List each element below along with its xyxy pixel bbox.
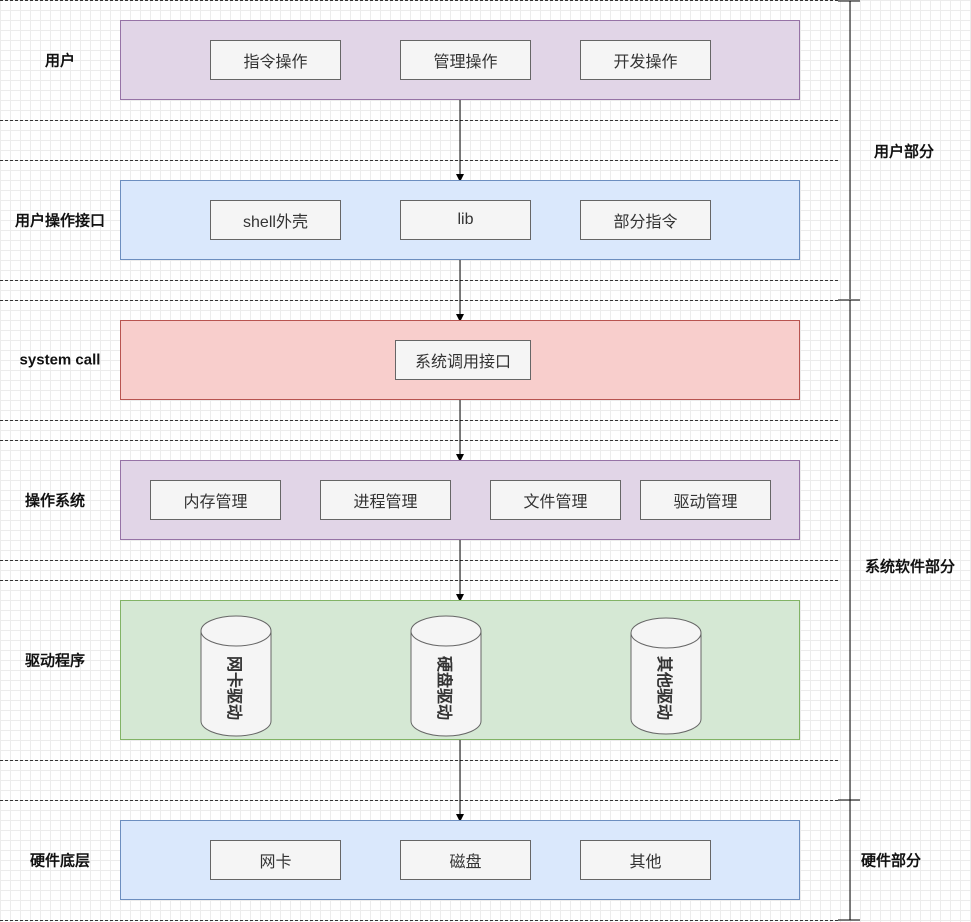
node-disk-driver: 硬盘驱动 bbox=[410, 615, 482, 737]
node-file-mgmt: 文件管理 bbox=[490, 480, 621, 520]
cylinder-label: 网卡驱动 bbox=[225, 656, 242, 721]
divider-line bbox=[0, 0, 838, 1]
divider-line bbox=[0, 300, 838, 301]
node-shell: shell外壳 bbox=[210, 200, 341, 240]
node-lib: lib bbox=[400, 200, 531, 240]
node-partial-commands: 部分指令 bbox=[580, 200, 711, 240]
layer-driver: 网卡驱动 硬盘驱动 其他驱动 bbox=[120, 600, 800, 740]
node-other: 其他 bbox=[580, 840, 711, 880]
node-nic-driver: 网卡驱动 bbox=[200, 615, 272, 737]
node-command-ops: 指令操作 bbox=[210, 40, 341, 80]
cylinder-label: 其他驱动 bbox=[655, 655, 672, 720]
divider-line bbox=[0, 280, 838, 281]
cylinder-shape bbox=[200, 615, 272, 737]
bracket-user-part bbox=[838, 0, 860, 299]
section-label-system-part: 系统软件部分 bbox=[864, 558, 956, 576]
divider-line bbox=[0, 440, 838, 441]
divider-line bbox=[0, 120, 838, 121]
cylinder-shape bbox=[630, 617, 702, 735]
cylinder-shape bbox=[410, 615, 482, 737]
layer-hardware: 网卡 磁盘 其他 bbox=[120, 820, 800, 900]
divider-line bbox=[0, 560, 838, 561]
section-label-user-part: 用户部分 bbox=[873, 143, 935, 161]
node-memory-mgmt: 内存管理 bbox=[150, 480, 281, 520]
node-development-ops: 开发操作 bbox=[580, 40, 711, 80]
node-process-mgmt: 进程管理 bbox=[320, 480, 451, 520]
node-disk: 磁盘 bbox=[400, 840, 531, 880]
node-driver-mgmt: 驱动管理 bbox=[640, 480, 771, 520]
node-other-driver: 其他驱动 bbox=[630, 617, 702, 735]
layer-user: 指令操作 管理操作 开发操作 bbox=[120, 20, 800, 100]
divider-line bbox=[0, 420, 838, 421]
divider-line bbox=[0, 760, 838, 761]
divider-line bbox=[0, 800, 838, 801]
divider-line bbox=[0, 580, 838, 581]
cylinder-label: 硬盘驱动 bbox=[435, 656, 452, 721]
divider-line bbox=[0, 920, 838, 921]
node-syscall-interface: 系统调用接口 bbox=[395, 340, 531, 380]
layer-os: 内存管理 进程管理 文件管理 驱动管理 bbox=[120, 460, 800, 540]
section-label-hardware-part: 硬件部分 bbox=[860, 852, 922, 870]
bracket-hardware-part bbox=[838, 799, 860, 921]
layer-label-user: 用户 bbox=[44, 52, 76, 70]
layer-label-interface: 用户操作接口 bbox=[14, 212, 106, 230]
layer-syscall: 系统调用接口 bbox=[120, 320, 800, 400]
bracket-system-part bbox=[838, 299, 860, 800]
node-nic: 网卡 bbox=[210, 840, 341, 880]
layer-label-syscall: system call bbox=[19, 351, 101, 369]
node-management-ops: 管理操作 bbox=[400, 40, 531, 80]
layer-label-driver: 驱动程序 bbox=[24, 652, 86, 670]
divider-line bbox=[0, 160, 838, 161]
layer-interface: shell外壳 lib 部分指令 bbox=[120, 180, 800, 260]
layer-label-hardware: 硬件底层 bbox=[29, 852, 91, 870]
layer-label-os: 操作系统 bbox=[24, 492, 86, 510]
